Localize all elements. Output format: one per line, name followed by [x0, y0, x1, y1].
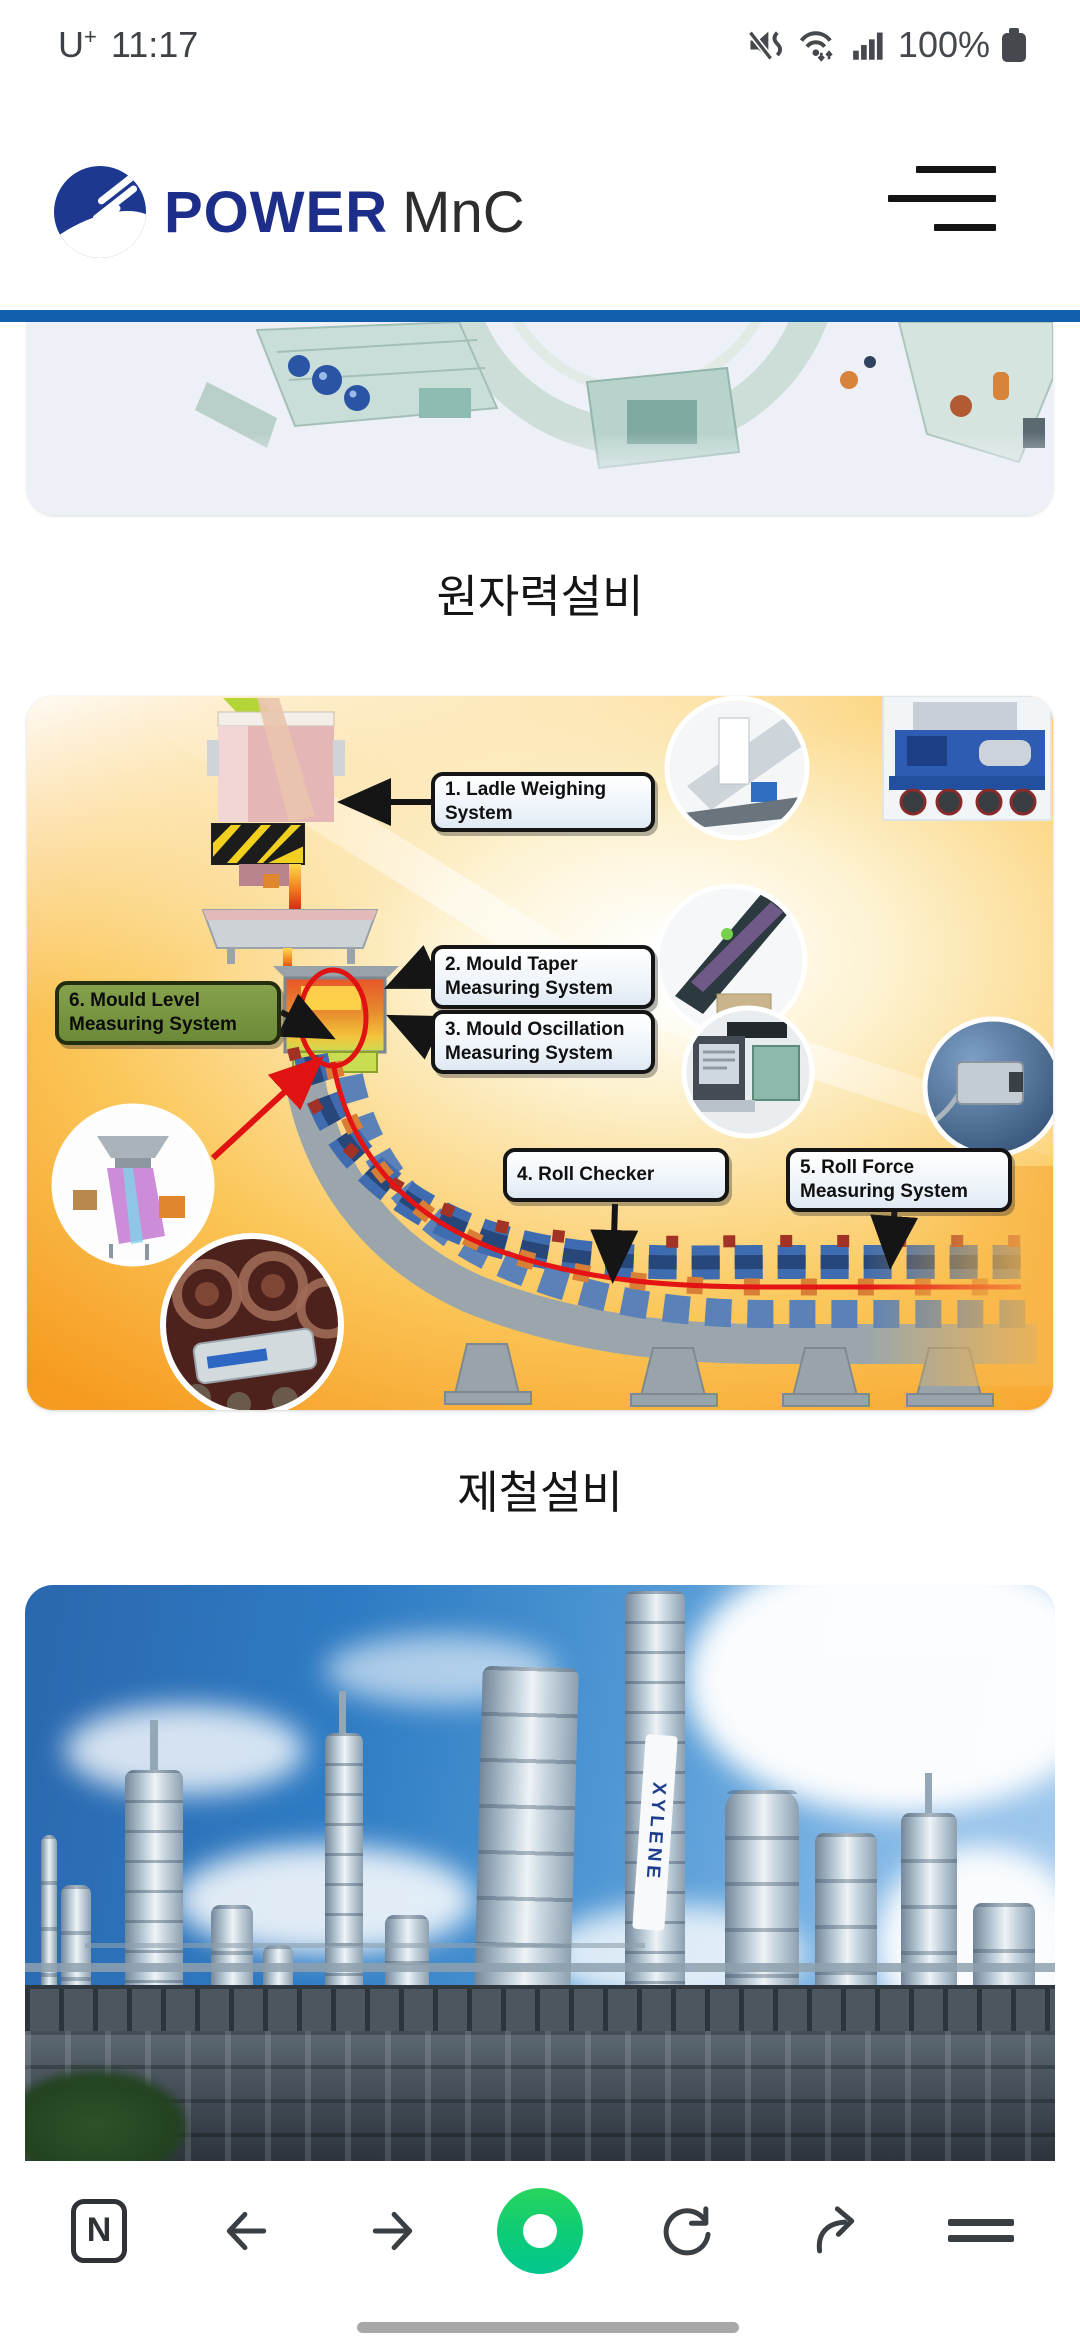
signal-icon	[853, 32, 883, 60]
cloud	[65, 1705, 305, 1795]
carrier-label: U	[58, 24, 84, 65]
wifi-icon	[799, 31, 833, 62]
accent-divider	[0, 310, 1080, 322]
nuclear-cutaway-illustration	[27, 322, 1053, 515]
tower-mast	[339, 1691, 346, 1737]
home-donut-icon	[497, 2187, 583, 2274]
naver-n-icon: N	[71, 2198, 127, 2263]
pipe	[85, 1943, 645, 1948]
plant-lower-structure	[25, 2031, 1055, 2161]
foliage	[25, 2071, 185, 2161]
naver-n-button[interactable]: N	[56, 2188, 142, 2274]
tower-mast	[150, 1720, 158, 1775]
status-right: 100%	[746, 24, 1026, 66]
forward-arrow-icon	[372, 2211, 413, 2250]
carrier-plus: +	[84, 24, 97, 49]
tabs-menu-button[interactable]	[938, 2188, 1024, 2274]
tower-label: XYLENE	[641, 1781, 670, 1884]
share-icon	[816, 2205, 855, 2253]
diagram-label-mould-taper: 2. Mould Taper Measuring System	[431, 945, 655, 1009]
nuclear-equipment-image	[27, 322, 1053, 515]
home-indicator[interactable]	[357, 2322, 739, 2333]
logo-globe-icon	[54, 166, 146, 258]
steel-equipment-diagram: 1. Ladle Weighing System 2. Mould Taper …	[27, 696, 1053, 1410]
brand-name-secondary: MnC	[402, 179, 525, 245]
section-caption-steel: 제철설비	[457, 1467, 623, 1518]
site-header: POWER MnC	[0, 90, 1080, 310]
section-caption-nuclear: 원자력설비	[436, 571, 644, 622]
tower-mast	[925, 1773, 932, 1815]
cloud	[685, 1585, 1055, 1815]
battery-percent: 100%	[897, 24, 990, 65]
mould-diagram-circle	[51, 1103, 215, 1267]
tabs-menu-icon	[948, 2210, 1014, 2251]
diagram-label-ladle-weighing: 1. Ladle Weighing System	[431, 772, 655, 832]
plant-walkway	[25, 1985, 1055, 2031]
refresh-icon	[663, 2205, 711, 2255]
brand-logo[interactable]: POWER MnC	[54, 166, 525, 258]
loadcell-photo-circle	[664, 696, 810, 841]
diagram-label-roll-checker: 4. Roll Checker	[503, 1148, 729, 1202]
hamburger-menu-icon[interactable]	[886, 166, 996, 232]
pipe	[25, 1963, 1055, 1972]
oscillation-photo-circle	[681, 1005, 815, 1139]
back-arrow-icon	[226, 2211, 267, 2250]
mute-icon	[746, 29, 782, 62]
status-bar: U+ 11:17 100%	[0, 0, 1080, 90]
refresh-button[interactable]	[644, 2188, 730, 2274]
browser-bottom-nav: N	[0, 2161, 1080, 2340]
share-button[interactable]	[791, 2188, 877, 2274]
home-button[interactable]	[497, 2187, 583, 2274]
diagram-label-mould-level: 6. Mould Level Measuring System	[55, 981, 281, 1045]
diagram-label-mould-oscillation: 3. Mould Oscillation Measuring System	[431, 1010, 655, 1074]
brand-name-primary: POWER	[164, 179, 389, 245]
ladle-assembly	[207, 698, 345, 910]
clock: 11:17	[110, 24, 199, 65]
diagram-label-roll-force: 5. Roll Force Measuring System	[786, 1148, 1012, 1212]
roll-force-photo-circle	[922, 1016, 1053, 1158]
battery-icon	[1002, 28, 1026, 62]
status-left: U+ 11:17	[58, 24, 198, 66]
rollers-photo-circle	[160, 1233, 344, 1410]
equipment-photo-rect	[882, 696, 1052, 821]
strand-line	[330, 1061, 1021, 1290]
mould-pointer-arrow	[210, 1055, 324, 1161]
callout-arrows	[276, 778, 919, 1284]
back-button[interactable]	[203, 2188, 289, 2274]
continuous-casting-illustration	[51, 696, 1053, 1410]
plant-photo: XYLENE	[25, 1585, 1055, 2161]
forward-button[interactable]	[350, 2188, 436, 2274]
support-arc	[283, 1065, 1037, 1364]
